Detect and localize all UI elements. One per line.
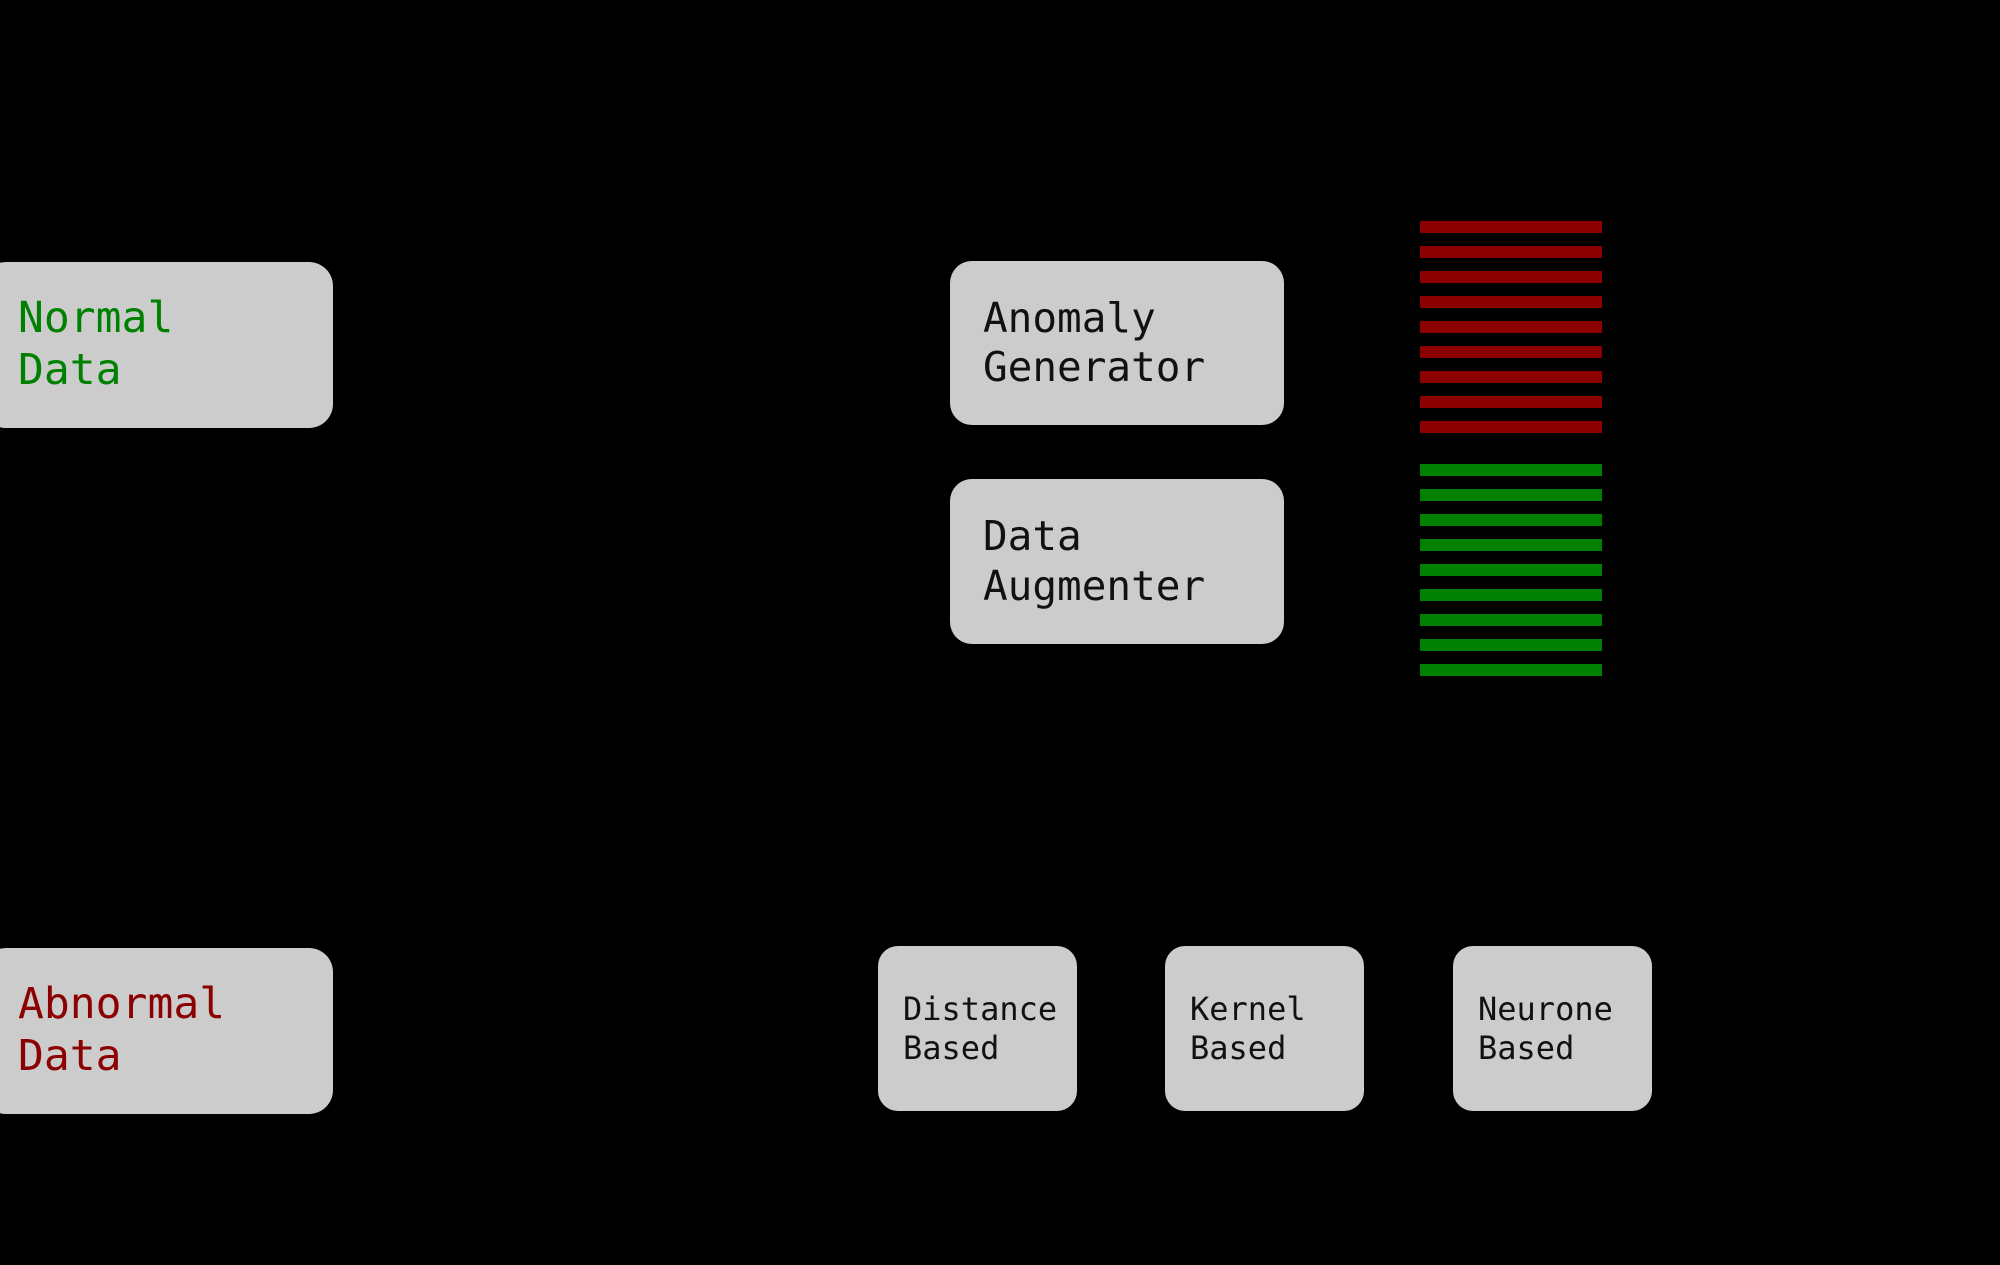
sample-stack (1420, 221, 1602, 676)
node-neurone-based-label: Neurone Based (1478, 990, 1613, 1067)
sample-bar-abnormal (1420, 396, 1602, 408)
sample-bar-normal (1420, 514, 1602, 526)
node-kernel-based-label: Kernel Based (1190, 990, 1306, 1067)
sample-bar-normal (1420, 639, 1602, 651)
sample-bar-abnormal (1420, 421, 1602, 433)
sample-bar-normal (1420, 489, 1602, 501)
sample-bar-abnormal (1420, 246, 1602, 258)
sample-bar-normal (1420, 614, 1602, 626)
sample-bar-normal (1420, 664, 1602, 676)
node-abnormal-data-label: Abnormal Data (18, 979, 226, 1081)
sample-bar-abnormal (1420, 321, 1602, 333)
node-anomaly-generator-label: Anomaly Generator (983, 293, 1206, 391)
sample-bar-abnormal (1420, 296, 1602, 308)
node-data-augmenter[interactable]: Data Augmenter (950, 479, 1284, 644)
node-distance-based-label: Distance Based (903, 990, 1058, 1067)
node-kernel-based[interactable]: Kernel Based (1165, 946, 1364, 1111)
node-distance-based[interactable]: Distance Based (878, 946, 1077, 1111)
sample-bar-abnormal (1420, 221, 1602, 233)
sample-bar-normal (1420, 464, 1602, 476)
node-normal-data[interactable]: Normal Data (0, 262, 333, 428)
sample-bar-normal (1420, 589, 1602, 601)
node-abnormal-data[interactable]: Abnormal Data (0, 948, 333, 1114)
sample-bar-normal (1420, 539, 1602, 551)
node-anomaly-generator[interactable]: Anomaly Generator (950, 261, 1284, 425)
sample-bar-abnormal (1420, 346, 1602, 358)
sample-bar-normal (1420, 564, 1602, 576)
node-data-augmenter-label: Data Augmenter (983, 512, 1206, 610)
node-neurone-based[interactable]: Neurone Based (1453, 946, 1652, 1111)
sample-bar-abnormal (1420, 371, 1602, 383)
sample-bar-abnormal (1420, 271, 1602, 283)
node-normal-data-label: Normal Data (18, 293, 174, 395)
